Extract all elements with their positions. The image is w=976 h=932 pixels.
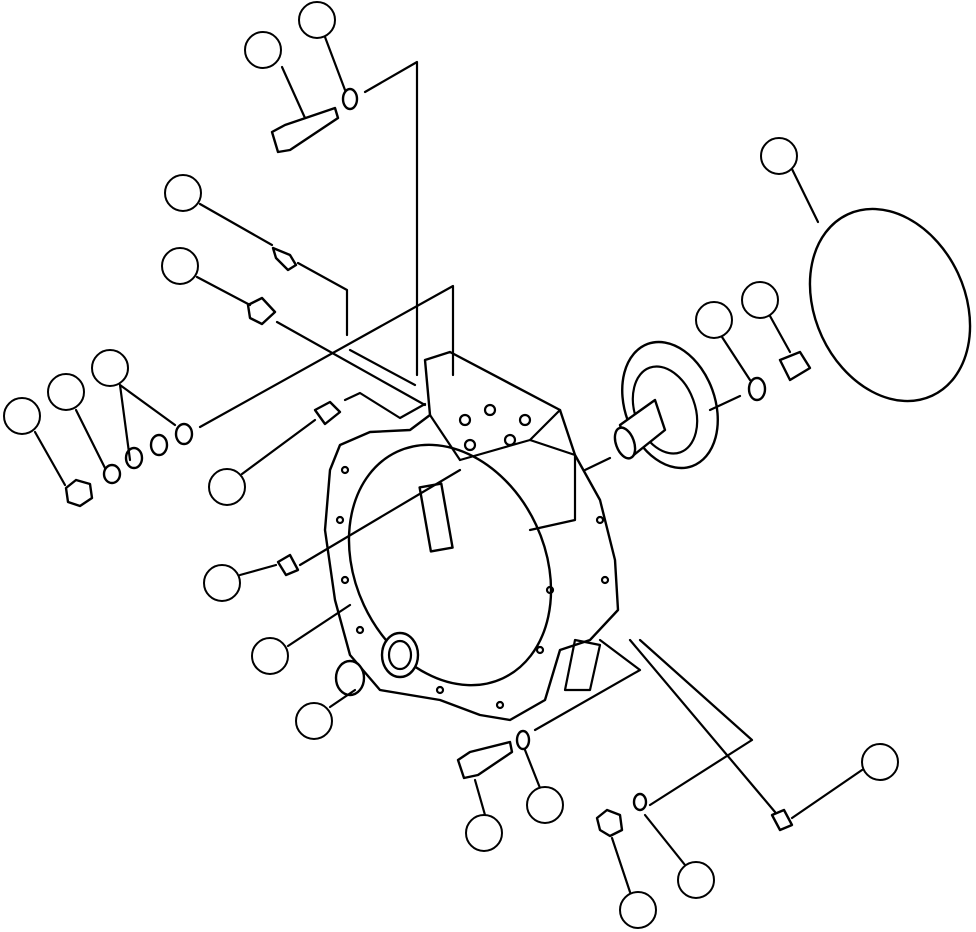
callout xyxy=(91,349,129,387)
callout xyxy=(47,373,85,411)
callout xyxy=(161,247,199,285)
callout xyxy=(526,786,564,824)
callout xyxy=(295,702,333,740)
callout xyxy=(164,174,202,212)
callout xyxy=(244,31,282,69)
callout xyxy=(203,564,241,602)
bolt-holes xyxy=(335,403,610,710)
callout xyxy=(3,397,41,435)
callout xyxy=(298,1,336,39)
leader-lines xyxy=(33,35,864,894)
large-o-ring xyxy=(808,207,972,403)
callout xyxy=(760,137,798,175)
cover-with-shaft xyxy=(613,340,719,470)
callout xyxy=(677,861,715,899)
callout xyxy=(251,637,289,675)
callout-bubbles xyxy=(3,1,899,929)
callout xyxy=(465,814,503,852)
callout xyxy=(741,281,779,319)
small-parts xyxy=(64,87,812,838)
callout xyxy=(695,301,733,339)
callout xyxy=(861,743,899,781)
callout xyxy=(619,891,657,929)
callout xyxy=(208,468,246,506)
